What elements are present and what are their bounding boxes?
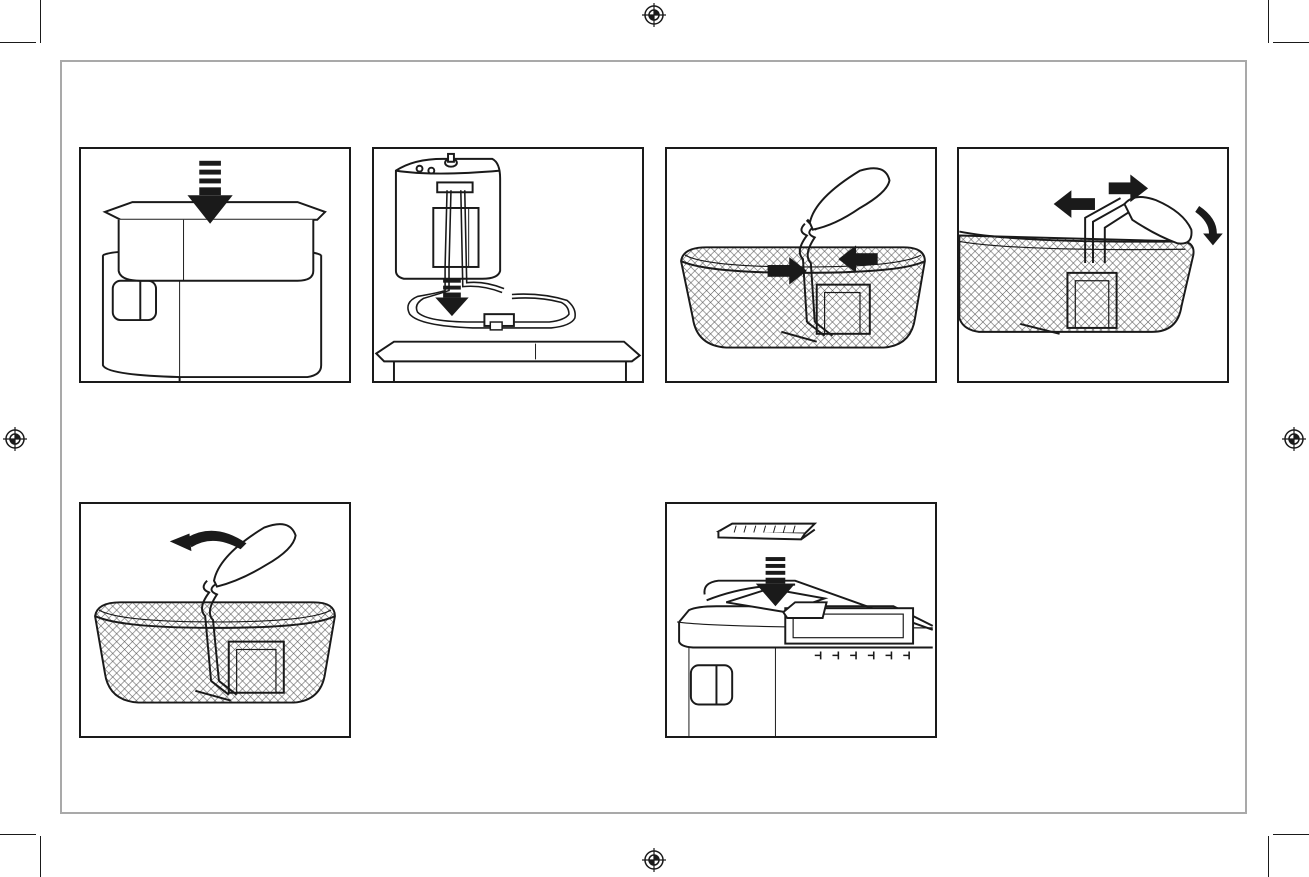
crop-mark-br-v	[1268, 836, 1269, 877]
fry-basket-icon	[959, 232, 1193, 334]
control-panel-icon	[396, 154, 500, 279]
crop-mark-tr-v	[1268, 0, 1269, 43]
rotate-arrow-icon	[1195, 206, 1223, 245]
filter-icon	[718, 524, 814, 540]
panel-insert-filter-lid	[665, 502, 937, 738]
crop-mark-tl-h	[0, 42, 36, 43]
panel-attach-heating-element	[372, 147, 644, 383]
oil-container-icon	[376, 342, 639, 381]
panel-fold-basket-handle	[79, 502, 351, 738]
registration-mark-icon	[642, 848, 666, 872]
panel-insert-oil-container	[79, 147, 351, 383]
fryer-lid-icon	[677, 581, 933, 736]
down-arrow-icon	[435, 279, 468, 316]
registration-mark-icon	[642, 3, 666, 27]
fry-basket-icon	[95, 602, 335, 702]
crop-mark-tr-h	[1273, 42, 1309, 43]
registration-mark-icon	[3, 427, 27, 451]
crop-mark-br-h	[1273, 834, 1309, 835]
crop-mark-tl-v	[40, 0, 41, 43]
panel-squeeze-basket-handle	[665, 147, 937, 383]
crop-mark-bl-h	[0, 834, 36, 835]
crop-mark-bl-v	[40, 836, 41, 877]
registration-mark-icon	[1282, 427, 1306, 451]
panel-attach-basket-handle	[957, 147, 1229, 383]
